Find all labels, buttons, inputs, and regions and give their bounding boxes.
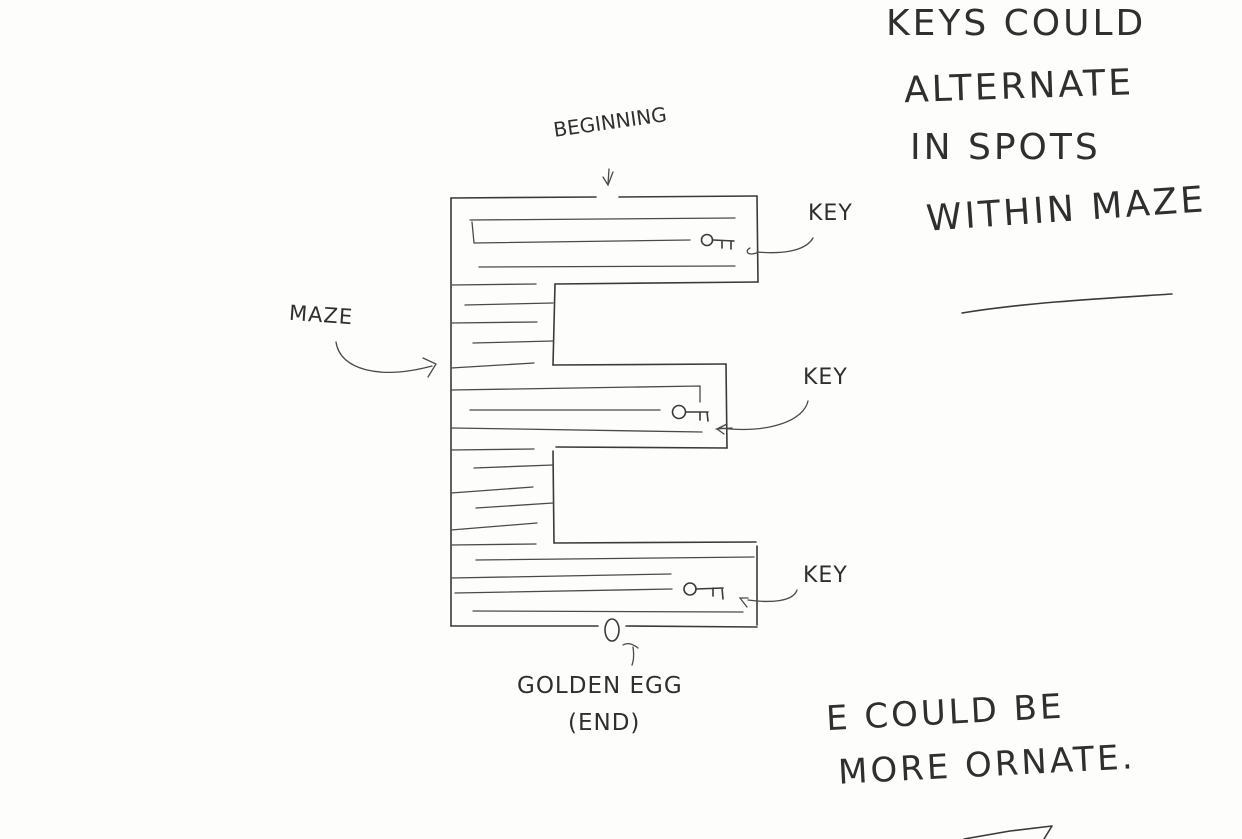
maze-inner-walls-spine-lower xyxy=(450,464,554,531)
note-line: MORE ORNATE. xyxy=(837,737,1137,793)
key-label: KEY xyxy=(803,365,848,390)
arrow-icon xyxy=(746,237,814,255)
key-icon xyxy=(683,582,724,600)
key-label: KEY xyxy=(808,201,853,226)
golden-egg-label: GOLDEN EGG xyxy=(517,673,683,699)
keys-note: KEYS COULD ALTERNATE IN SPOTS WITHIN MAZ… xyxy=(886,3,1208,254)
note-line: WITHIN MAZE xyxy=(924,179,1208,240)
note-line: ALTERNATE xyxy=(903,62,1135,112)
note-line: E COULD BE xyxy=(825,686,1066,740)
maze-inner-walls-spine-upper xyxy=(450,302,554,369)
maze-inner-walls-middle xyxy=(450,385,703,451)
maze-inner-walls-top xyxy=(450,217,736,286)
maze-outer-wall xyxy=(450,195,759,628)
note-line: IN SPOTS xyxy=(910,127,1101,168)
key-icon xyxy=(671,404,709,422)
note-underline xyxy=(961,293,1173,314)
arrow-icon xyxy=(738,589,798,608)
maze-label: MAZE xyxy=(288,300,354,330)
arrow-icon xyxy=(335,341,437,378)
maze-inner-walls-bottom xyxy=(450,543,755,613)
end-label: (END) xyxy=(568,710,641,736)
ornate-note: E COULD BE MORE ORNATE. xyxy=(825,687,1137,802)
note-line: KEYS COULD xyxy=(886,3,1147,44)
partial-stroke xyxy=(963,825,1053,839)
key-icon xyxy=(700,233,735,250)
arrow-icon xyxy=(715,400,809,435)
arrow-icon xyxy=(602,168,614,187)
key-label: KEY xyxy=(803,563,848,588)
egg-icon xyxy=(604,618,639,666)
